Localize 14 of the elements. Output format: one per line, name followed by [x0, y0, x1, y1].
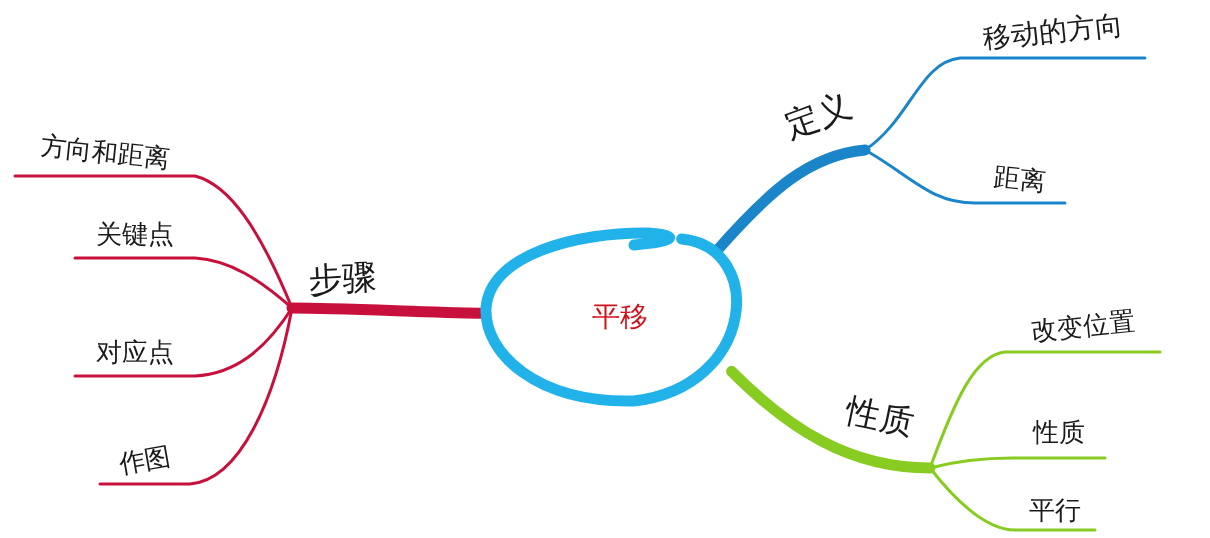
topic-text: 方向和距离	[39, 133, 171, 173]
topic-text: 对应点	[96, 340, 174, 366]
topic-text: 平行	[1029, 498, 1081, 524]
topic-text: 距离	[992, 164, 1048, 196]
topic-text: 定义	[779, 88, 856, 144]
topic-text: 移动的方向	[981, 10, 1124, 54]
topic-text: 关键点	[96, 222, 174, 248]
branch-line	[726, 365, 936, 474]
topic-text: 性质	[1032, 420, 1085, 446]
topic-text: 步骤	[307, 260, 377, 298]
topic-text: 作图	[117, 443, 173, 479]
topic-text: 平移	[592, 303, 648, 331]
topic-text: 性质	[843, 393, 917, 441]
topic-text: 改变位置	[1029, 308, 1136, 346]
